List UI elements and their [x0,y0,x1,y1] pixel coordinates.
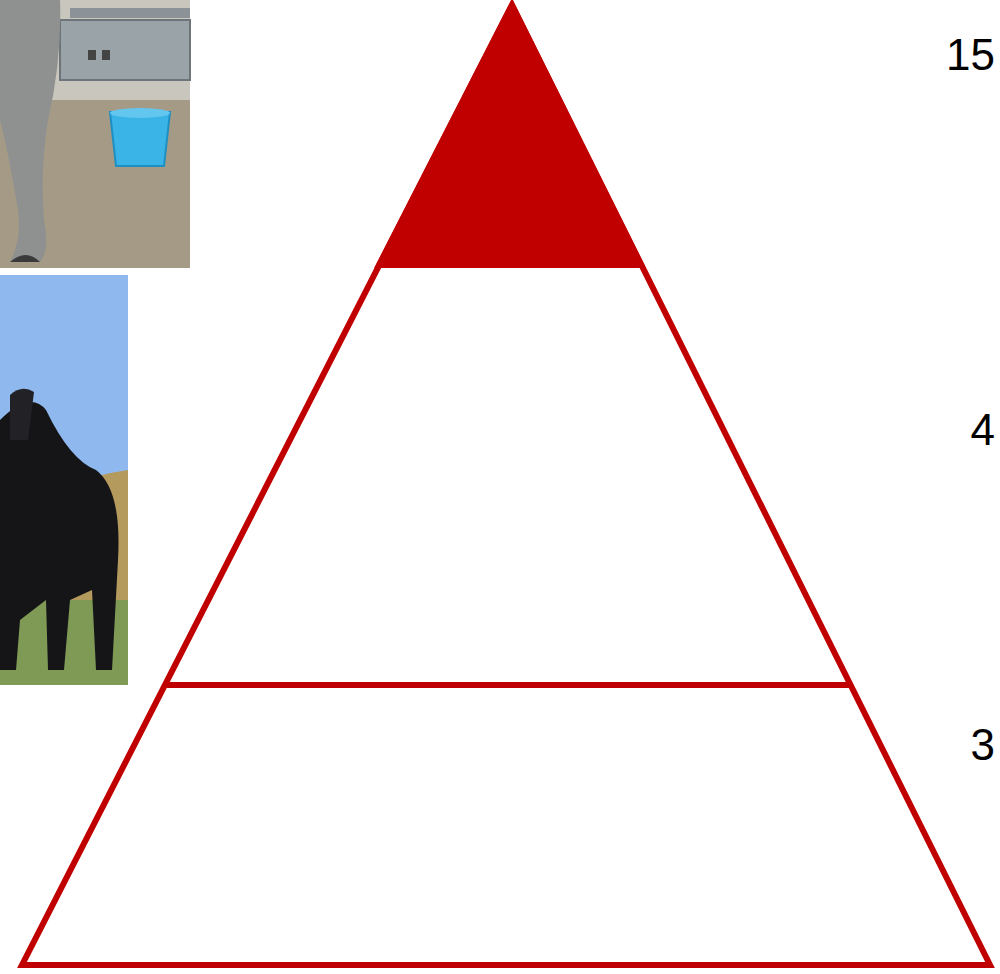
shelf [70,8,190,18]
hill-photo [0,275,128,685]
tier-number: 4 [971,408,995,452]
barn-photo [0,0,190,268]
bucket-rim [110,108,170,118]
tap [88,50,96,60]
pyramid-top-tier [379,5,641,265]
horse-body [0,402,119,670]
hoof [10,255,40,262]
sink [60,20,190,80]
horse-leg [0,0,60,262]
tier-number: 15 [946,33,995,77]
tier-divider [167,682,852,688]
photo-ground [0,0,190,268]
bucket [110,112,170,166]
photo-sky [0,275,128,685]
pyramid [22,5,990,965]
horse-head [10,389,34,440]
tier-number: 3 [971,723,995,767]
tap [102,50,110,60]
pyramid-outline [22,5,990,965]
